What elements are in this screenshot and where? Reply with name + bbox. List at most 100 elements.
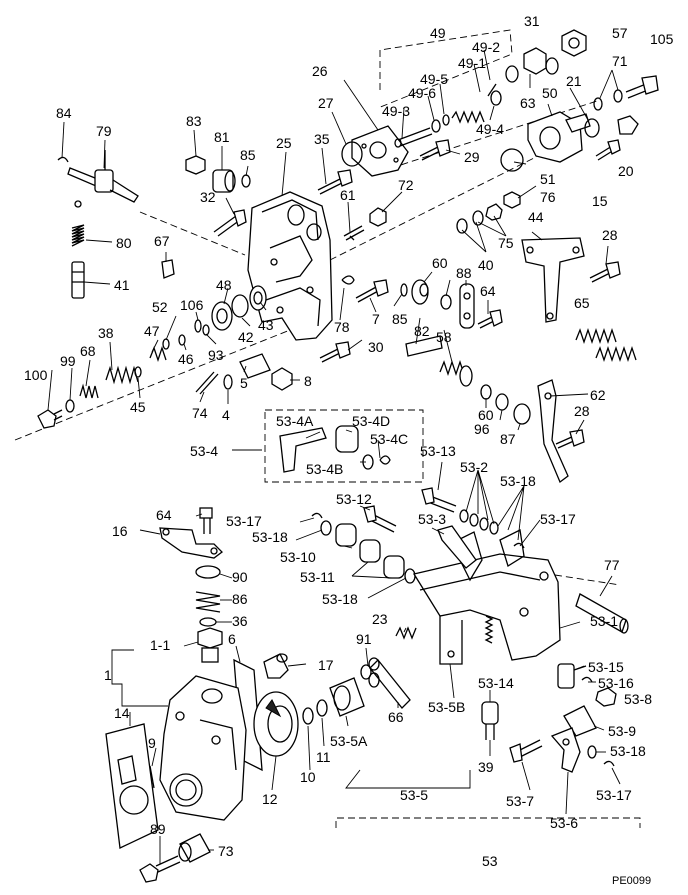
label-35: 35 [314, 131, 330, 147]
label-40: 40 [478, 257, 494, 273]
label-10: 10 [300, 769, 316, 785]
label-53-13: 53-13 [420, 443, 456, 459]
label-53-11: 53-11 [300, 569, 335, 585]
washer-71a [593, 97, 603, 111]
label-61: 61 [340, 187, 356, 203]
collars-53-10 [335, 523, 405, 579]
label-51: 51 [540, 171, 556, 187]
label-53-18a: 53-18 [500, 473, 536, 489]
label-53-12: 53-12 [336, 491, 372, 507]
label-43: 43 [258, 317, 274, 333]
label-17: 17 [318, 657, 334, 673]
label-44: 44 [528, 209, 544, 225]
bolt-28a [589, 261, 621, 283]
label-85b: 85 [392, 311, 408, 327]
label-49-6: 49-6 [408, 85, 436, 101]
label-12: 12 [262, 791, 278, 807]
pin-53-5B [481, 701, 499, 725]
collar-47 [149, 345, 167, 363]
label-53-4: 53-4 [190, 443, 218, 459]
label-52: 52 [152, 299, 168, 315]
label-60a: 60 [432, 255, 448, 271]
oring-93 [202, 324, 210, 336]
label-4: 4 [222, 407, 230, 423]
oring-85b [400, 283, 408, 297]
label-64b: 64 [156, 507, 172, 523]
label-11: 11 [316, 749, 331, 765]
label-53-17c: 53-17 [596, 787, 632, 803]
label-36: 36 [232, 613, 248, 629]
collar-60a [411, 279, 429, 305]
washer-4 [223, 374, 233, 390]
pin-9 [149, 765, 155, 789]
label-60b: 60 [478, 407, 494, 423]
bolt-74 [195, 371, 219, 395]
label-53-4A: 53-4A [276, 413, 314, 429]
washer-40a [456, 218, 468, 234]
label-82: 82 [414, 323, 430, 339]
block-50 [527, 111, 591, 163]
collar-53-5A [329, 677, 365, 717]
label-93: 93 [208, 347, 224, 363]
label-53-7: 53-7 [506, 793, 534, 809]
label-72: 72 [398, 177, 414, 193]
label-53-5A: 53-5A [330, 733, 368, 749]
plate-26 [351, 125, 409, 177]
label-90: 90 [232, 569, 248, 585]
label-1: 1 [104, 667, 112, 683]
bolt-35 [317, 169, 353, 195]
rod-41 [71, 261, 85, 299]
label-31: 31 [524, 13, 540, 29]
nut-72 [369, 207, 387, 227]
fitting-1-1 [197, 627, 223, 663]
washer-91b [368, 672, 380, 688]
label-15: 15 [592, 193, 608, 209]
label-46: 46 [178, 351, 194, 367]
frame-53-1 [412, 529, 561, 665]
label-58: 58 [436, 329, 452, 345]
label-53-5: 53-5 [400, 787, 428, 803]
label-45: 45 [130, 399, 146, 415]
group-49-box [377, 29, 513, 109]
bracket-44 [521, 237, 585, 323]
washer-53-18c [404, 568, 416, 584]
cam-12 [253, 691, 299, 757]
label-64a: 64 [480, 283, 496, 299]
label-88: 88 [456, 265, 472, 281]
nut-31 [523, 47, 547, 75]
nut-83 [185, 155, 206, 175]
label-57: 57 [612, 25, 628, 41]
label-53-17a: 53-17 [226, 513, 262, 529]
lever-53-6 [550, 727, 581, 773]
bolt-53-12 [363, 505, 397, 533]
washer-99 [65, 399, 75, 413]
washer-71b [613, 89, 623, 103]
label-30: 30 [368, 339, 384, 355]
pin-39 [485, 724, 495, 740]
label-16: 16 [112, 523, 128, 539]
washer-60b [480, 384, 492, 400]
bolt-32 [213, 209, 247, 237]
label-67: 67 [154, 233, 170, 249]
label-85a: 85 [240, 147, 256, 163]
washer-63b [545, 57, 559, 75]
label-49-4: 49-4 [476, 121, 504, 137]
label-49: 49 [430, 25, 446, 41]
spring-38 [105, 365, 139, 385]
label-106: 106 [180, 297, 204, 313]
washer-87 [513, 403, 531, 425]
label-53-3: 53-3 [418, 511, 446, 527]
label-79: 79 [96, 123, 112, 139]
label-81: 81 [214, 129, 230, 145]
collar-48 [211, 301, 233, 331]
label-96: 96 [474, 421, 490, 437]
label-38: 38 [98, 325, 114, 341]
leader-lines [47, 49, 621, 864]
spring-86 [195, 591, 221, 613]
label-28a: 28 [602, 227, 618, 243]
oring-51 [500, 148, 524, 172]
collar-42 [231, 294, 249, 318]
bolt-53-7 [509, 739, 543, 763]
drawing-code: PE0099 [612, 875, 651, 887]
label-53-10: 53-10 [280, 549, 316, 565]
